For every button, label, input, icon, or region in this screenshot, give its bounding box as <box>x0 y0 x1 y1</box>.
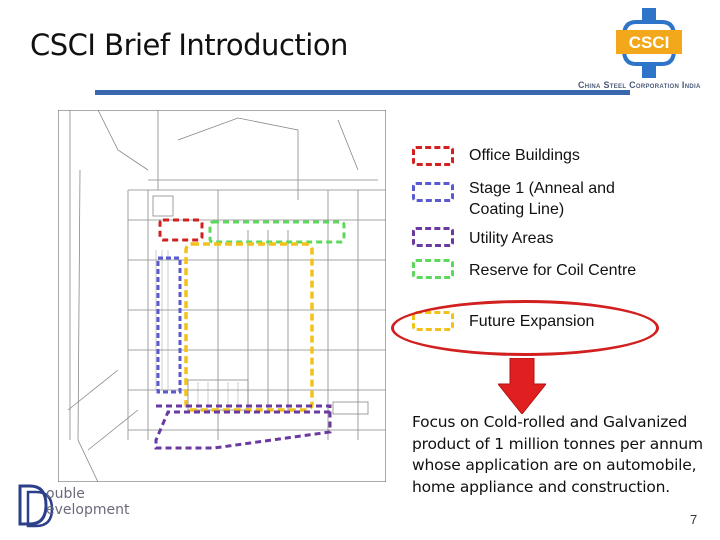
title-underline <box>95 90 630 95</box>
focus-description: Focus on Cold-rolled and Galvanized prod… <box>412 413 703 496</box>
double-development-logo <box>18 484 54 528</box>
legend-swatch-coil-reserve <box>412 259 454 279</box>
company-name: China Steel Corporation India <box>578 80 701 90</box>
csci-logo: CSCI <box>616 8 682 78</box>
legend-swatch-office <box>412 146 454 166</box>
footer-logo-line1: ouble <box>46 486 85 502</box>
legend-label-coil-reserve: Reserve for Coil Centre <box>469 262 637 279</box>
footer-logo-line2: evelopment <box>46 502 130 518</box>
legend-swatch-stage1 <box>412 182 454 202</box>
slide-title: CSCI Brief Introduction <box>30 28 348 62</box>
highlight-ellipse <box>391 300 659 356</box>
legend-label-stage1: Stage 1 (Anneal and Coating Line) <box>469 180 615 218</box>
down-arrow-icon <box>498 358 546 414</box>
site-plan-map <box>58 110 386 482</box>
legend-label-utility: Utility Areas <box>469 230 554 247</box>
logo-text: CSCI <box>629 33 670 52</box>
legend-label-office: Office Buildings <box>469 147 580 164</box>
legend-swatch-utility <box>412 227 454 247</box>
slide-number: 7 <box>690 512 698 527</box>
